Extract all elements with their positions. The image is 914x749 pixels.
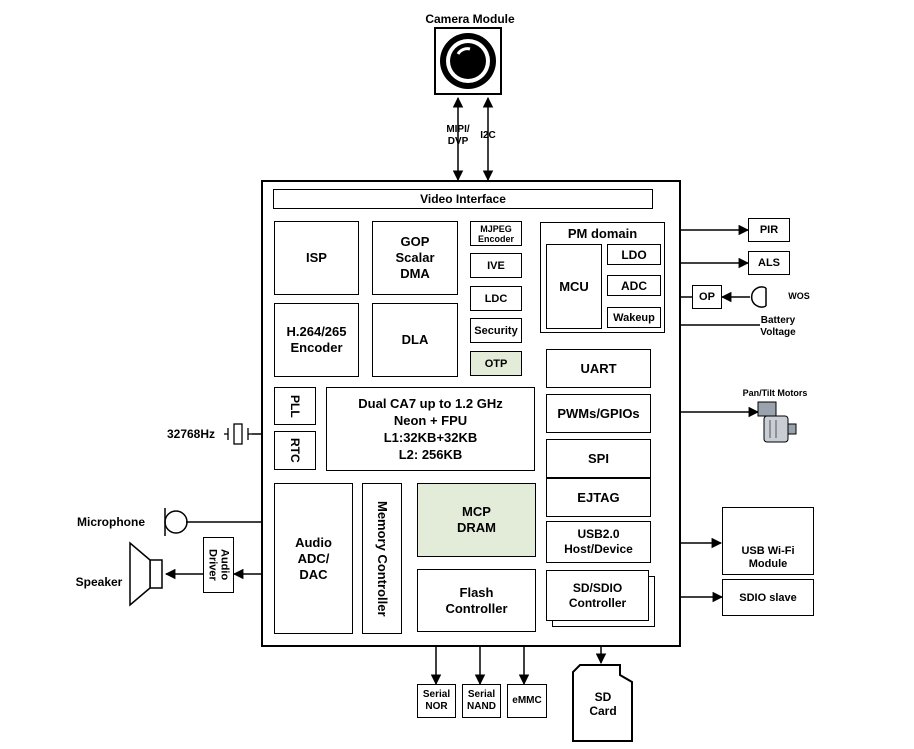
pll-block: PLL <box>274 387 316 425</box>
crystal-frequency-label: 32768Hz <box>166 427 216 441</box>
security-block: Security <box>470 318 522 343</box>
dla-block: DLA <box>372 303 458 377</box>
serial-nand-block: Serial NAND <box>462 684 501 718</box>
otp-block: OTP <box>470 351 522 376</box>
serial-nor-block: Serial NOR <box>417 684 456 718</box>
audio-adc-dac-block: Audio ADC/ DAC <box>274 483 353 634</box>
ejtag-block: EJTAG <box>546 478 651 517</box>
spi-block: SPI <box>546 439 651 478</box>
motor-icon <box>757 401 797 443</box>
microphone-label: Microphone <box>77 515 145 529</box>
mjpeg-encoder-block: MJPEG Encoder <box>470 221 522 246</box>
i2c-label: I2C <box>480 130 496 141</box>
usb-block: USB2.0 Host/Device <box>546 521 651 563</box>
memory-controller-block: Memory Controller <box>362 483 402 634</box>
speaker-icon <box>129 541 163 607</box>
rtc-block: RTC <box>274 431 316 470</box>
pan-tilt-motors-label: Pan/Tilt Motors <box>742 388 808 398</box>
gop-scalar-dma-block: GOP Scalar DMA <box>372 221 458 295</box>
flash-controller-block: Flash Controller <box>417 569 536 632</box>
sdio-controller-block: SD/SDIO Controller <box>546 570 649 621</box>
als-block: ALS <box>748 251 790 275</box>
sd-card-label: SD Card <box>589 690 617 718</box>
wakeup-block: Wakeup <box>607 307 661 328</box>
h264-encoder-block: H.264/265 Encoder <box>274 303 359 377</box>
camera-module-label: Camera Module <box>425 12 515 26</box>
usb-wifi-module-label: USB Wi-Fi Module <box>741 545 795 570</box>
pir-block: PIR <box>748 218 790 242</box>
wos-sensor-icon <box>750 286 767 308</box>
ldc-block: LDC <box>470 286 522 311</box>
op-block: OP <box>692 285 722 309</box>
ive-block: IVE <box>470 253 522 278</box>
emmc-block: eMMC <box>507 684 547 718</box>
speaker-label: Speaker <box>75 575 123 589</box>
sdio-slave-block: SDIO slave <box>722 579 814 616</box>
video-interface-block: Video Interface <box>273 189 653 209</box>
mcp-dram-block: MCP DRAM <box>417 483 536 557</box>
adc-block: ADC <box>607 275 661 296</box>
pwm-gpio-block: PWMs/GPIOs <box>546 394 651 433</box>
mipi-dvp-label: MIPI/ DVP <box>446 124 470 147</box>
isp-block: ISP <box>274 221 359 295</box>
ldo-block: LDO <box>607 244 661 265</box>
uart-block: UART <box>546 349 651 388</box>
camera-icon <box>434 27 502 95</box>
crystal-icon <box>224 423 252 445</box>
usb-wifi-module-block: USB Wi-Fi Module <box>722 507 814 575</box>
mcu-block: MCU <box>546 244 602 329</box>
microphone-icon <box>164 508 188 536</box>
audio-driver-block: Audio Driver <box>203 537 234 593</box>
sd-card-icon <box>572 664 633 742</box>
wos-label: WOS <box>788 291 810 301</box>
cpu-block: Dual CA7 up to 1.2 GHz Neon + FPU L1:32K… <box>326 387 535 471</box>
battery-voltage-label: Battery Voltage <box>760 315 796 338</box>
pm-domain-label: PM domain <box>567 226 638 241</box>
